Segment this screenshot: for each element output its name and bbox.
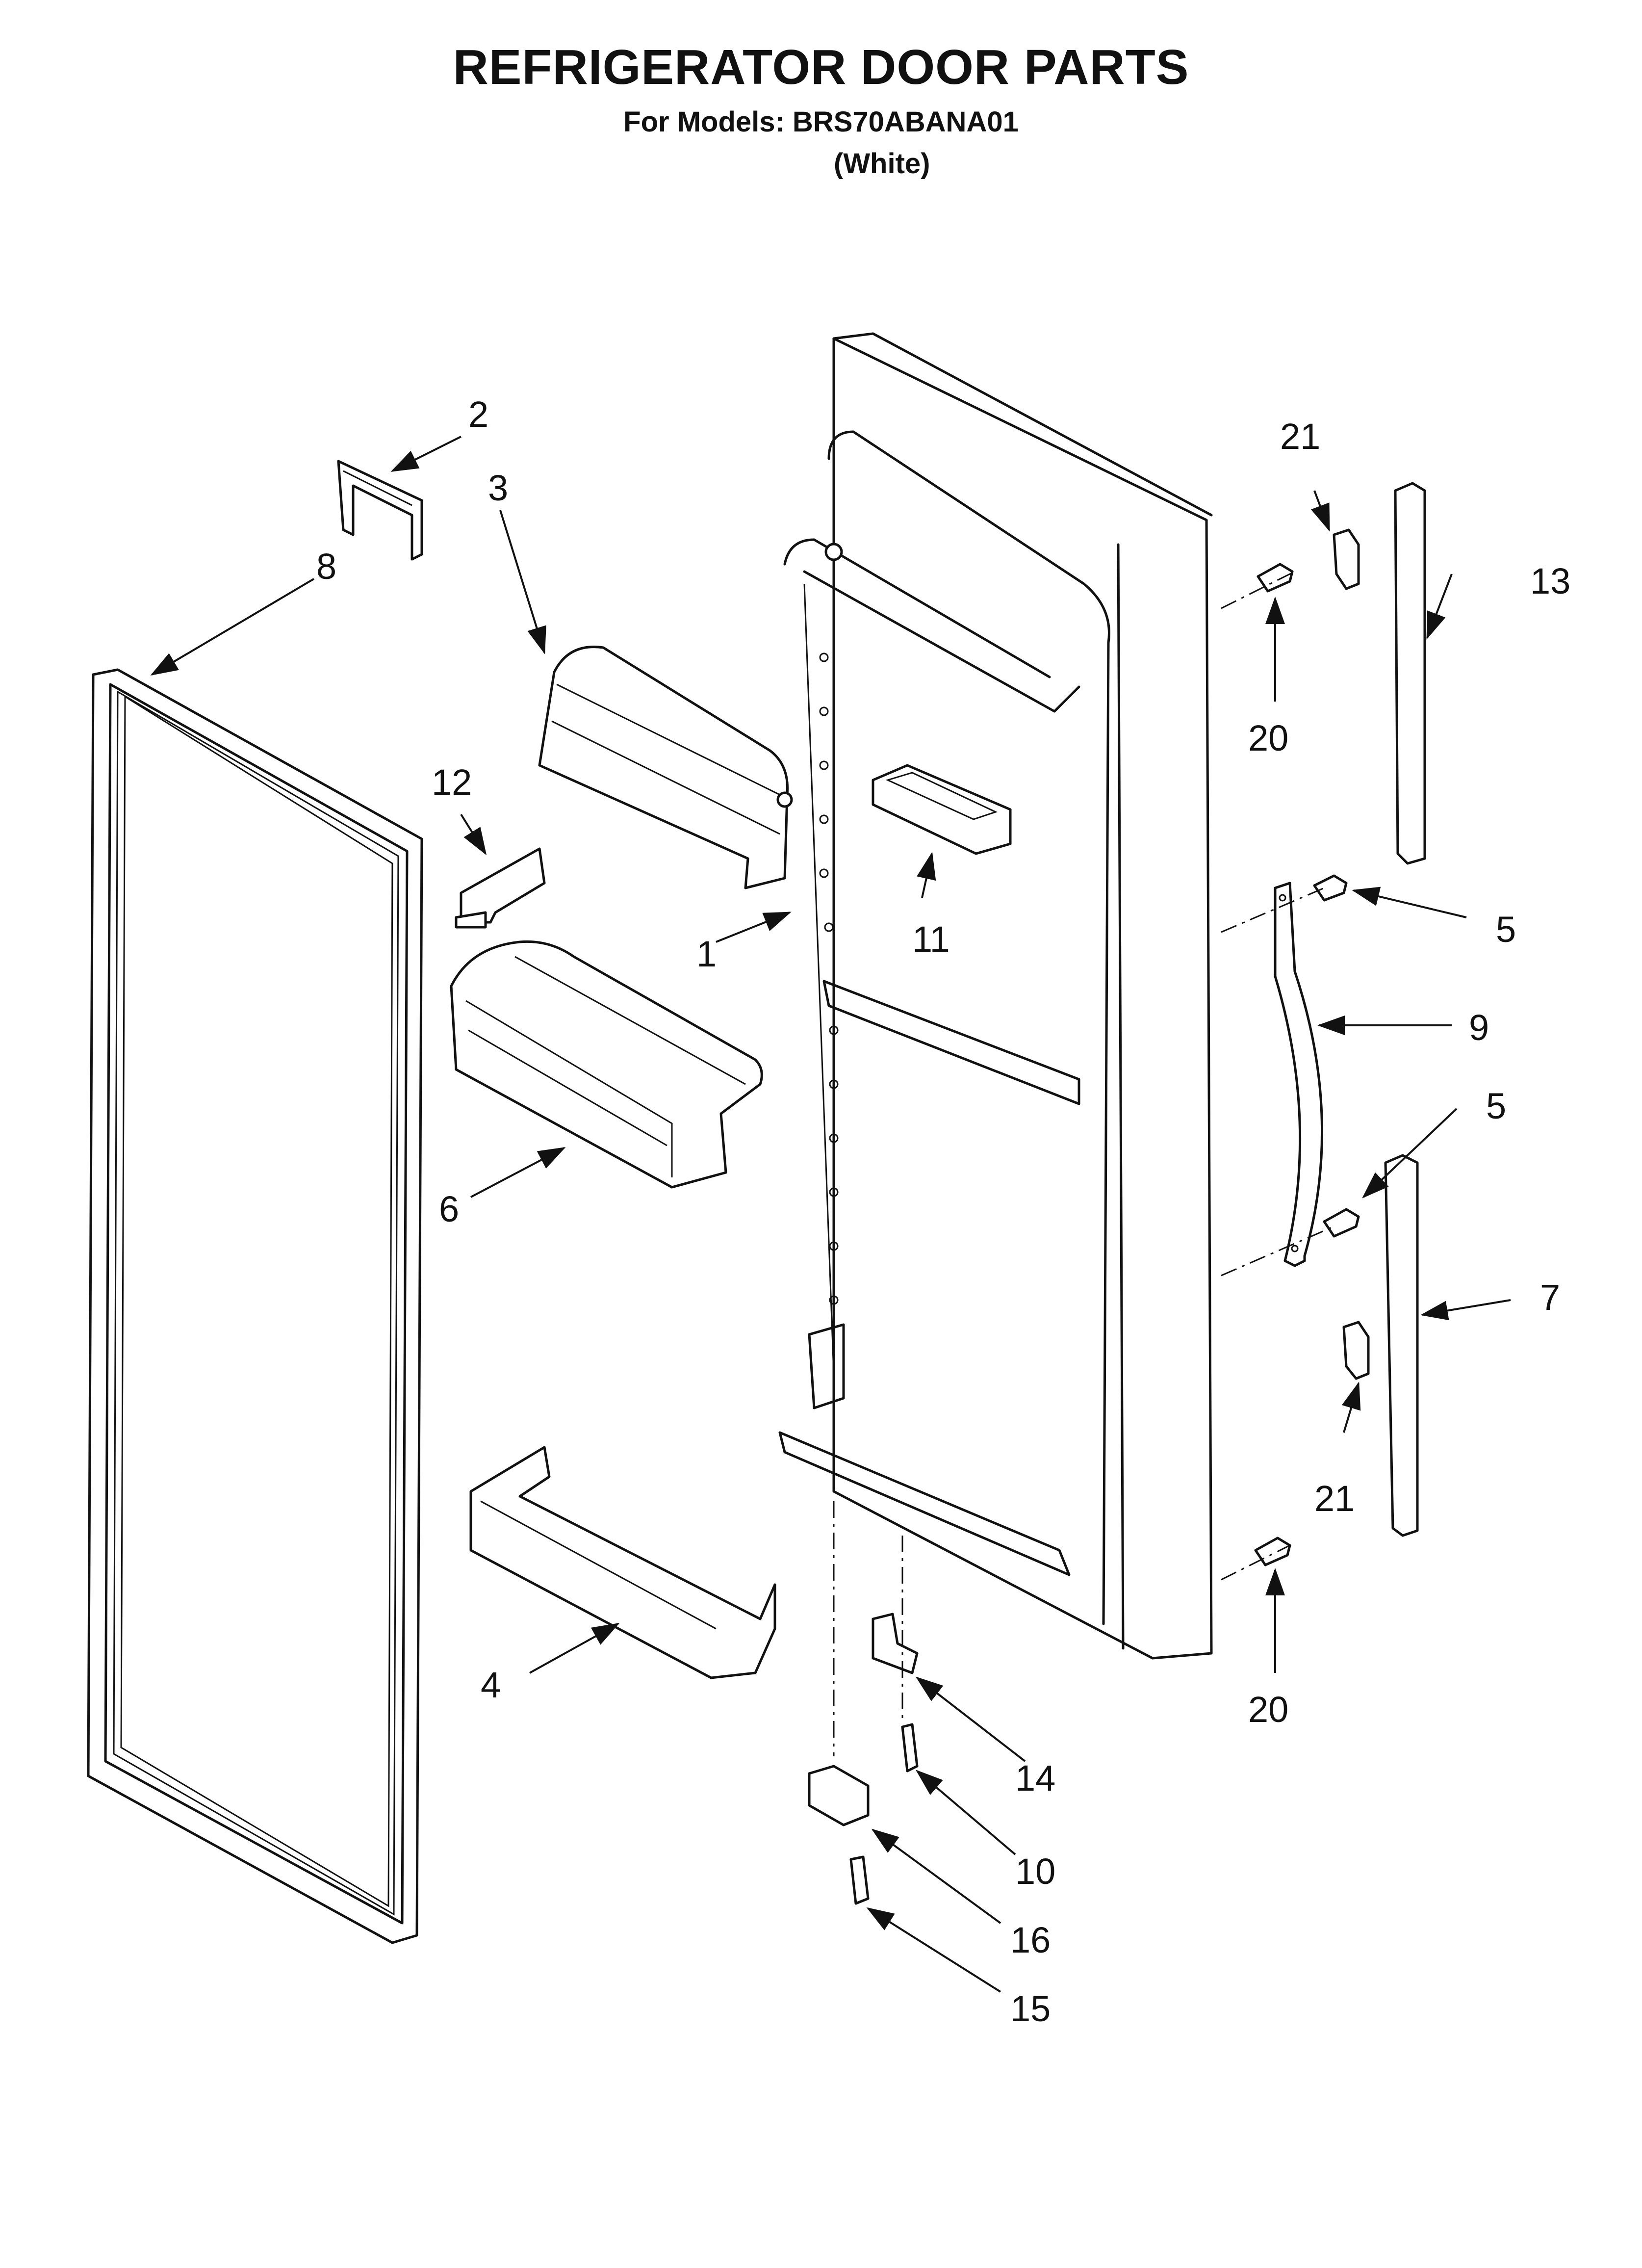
trim-strip-part-7: [1384, 1154, 1419, 1537]
lower-shelf-part-4: [469, 1446, 776, 1679]
screw-part-15: [849, 1855, 870, 1905]
callout-1: 1: [696, 934, 717, 974]
callout-12: 12: [432, 762, 472, 803]
hinge-part-14: [872, 1613, 919, 1674]
screw-part-5-bottom: [1323, 1208, 1360, 1238]
callout-20-bottom: 20: [1248, 1689, 1288, 1730]
clip-part-2: [337, 460, 423, 561]
model-number: For Models: BRS70ABANA01: [623, 106, 1019, 138]
callout-10: 10: [1015, 1851, 1055, 1892]
screw-part-20-top: [1257, 563, 1294, 593]
bin-cover-part-3: [538, 646, 793, 889]
callout-21-bottom: 21: [1314, 1478, 1355, 1519]
alignment-lines: [833, 571, 1334, 1756]
leader-arrows: [150, 436, 1511, 1993]
callout-4: 4: [481, 1665, 501, 1705]
screw-part-20-bottom: [1254, 1537, 1291, 1566]
hinge-plate-part-16: [808, 1765, 870, 1826]
door-gasket-part-8: [87, 668, 423, 1944]
door-bin-part-6: [450, 940, 763, 1189]
callout-15: 15: [1010, 1988, 1051, 2029]
screw-part-10: [901, 1723, 919, 1773]
trim-strip-part-13: [1394, 482, 1426, 865]
callout-14: 14: [1015, 1758, 1055, 1799]
callout-11: 11: [912, 919, 950, 960]
callout-5-top: 5: [1496, 909, 1516, 950]
clip-part-21-bottom: [1342, 1321, 1370, 1380]
callout-13: 13: [1530, 561, 1570, 601]
callout-8: 8: [316, 546, 336, 587]
callout-6: 6: [439, 1189, 459, 1229]
callout-2: 2: [468, 394, 488, 435]
callout-20-top: 20: [1248, 718, 1288, 758]
page-title: REFRIGERATOR DOOR PARTS: [453, 40, 1189, 95]
callout-9: 9: [1469, 1007, 1489, 1048]
callout-21-top: 21: [1280, 416, 1320, 457]
door-liner-part-1: [778, 332, 1213, 1660]
clip-part-21-top: [1333, 528, 1360, 590]
callout-16: 16: [1010, 1920, 1051, 1960]
callout-7: 7: [1540, 1277, 1560, 1318]
door-handle-part-9: [1274, 882, 1324, 1267]
color-note: (White): [834, 148, 930, 180]
dairy-tray-part-11: [872, 764, 1012, 855]
callout-3: 3: [488, 468, 508, 508]
screw-part-5-top: [1313, 874, 1348, 902]
callout-5-bottom: 5: [1486, 1086, 1506, 1126]
bracket-part-12: [455, 847, 546, 929]
